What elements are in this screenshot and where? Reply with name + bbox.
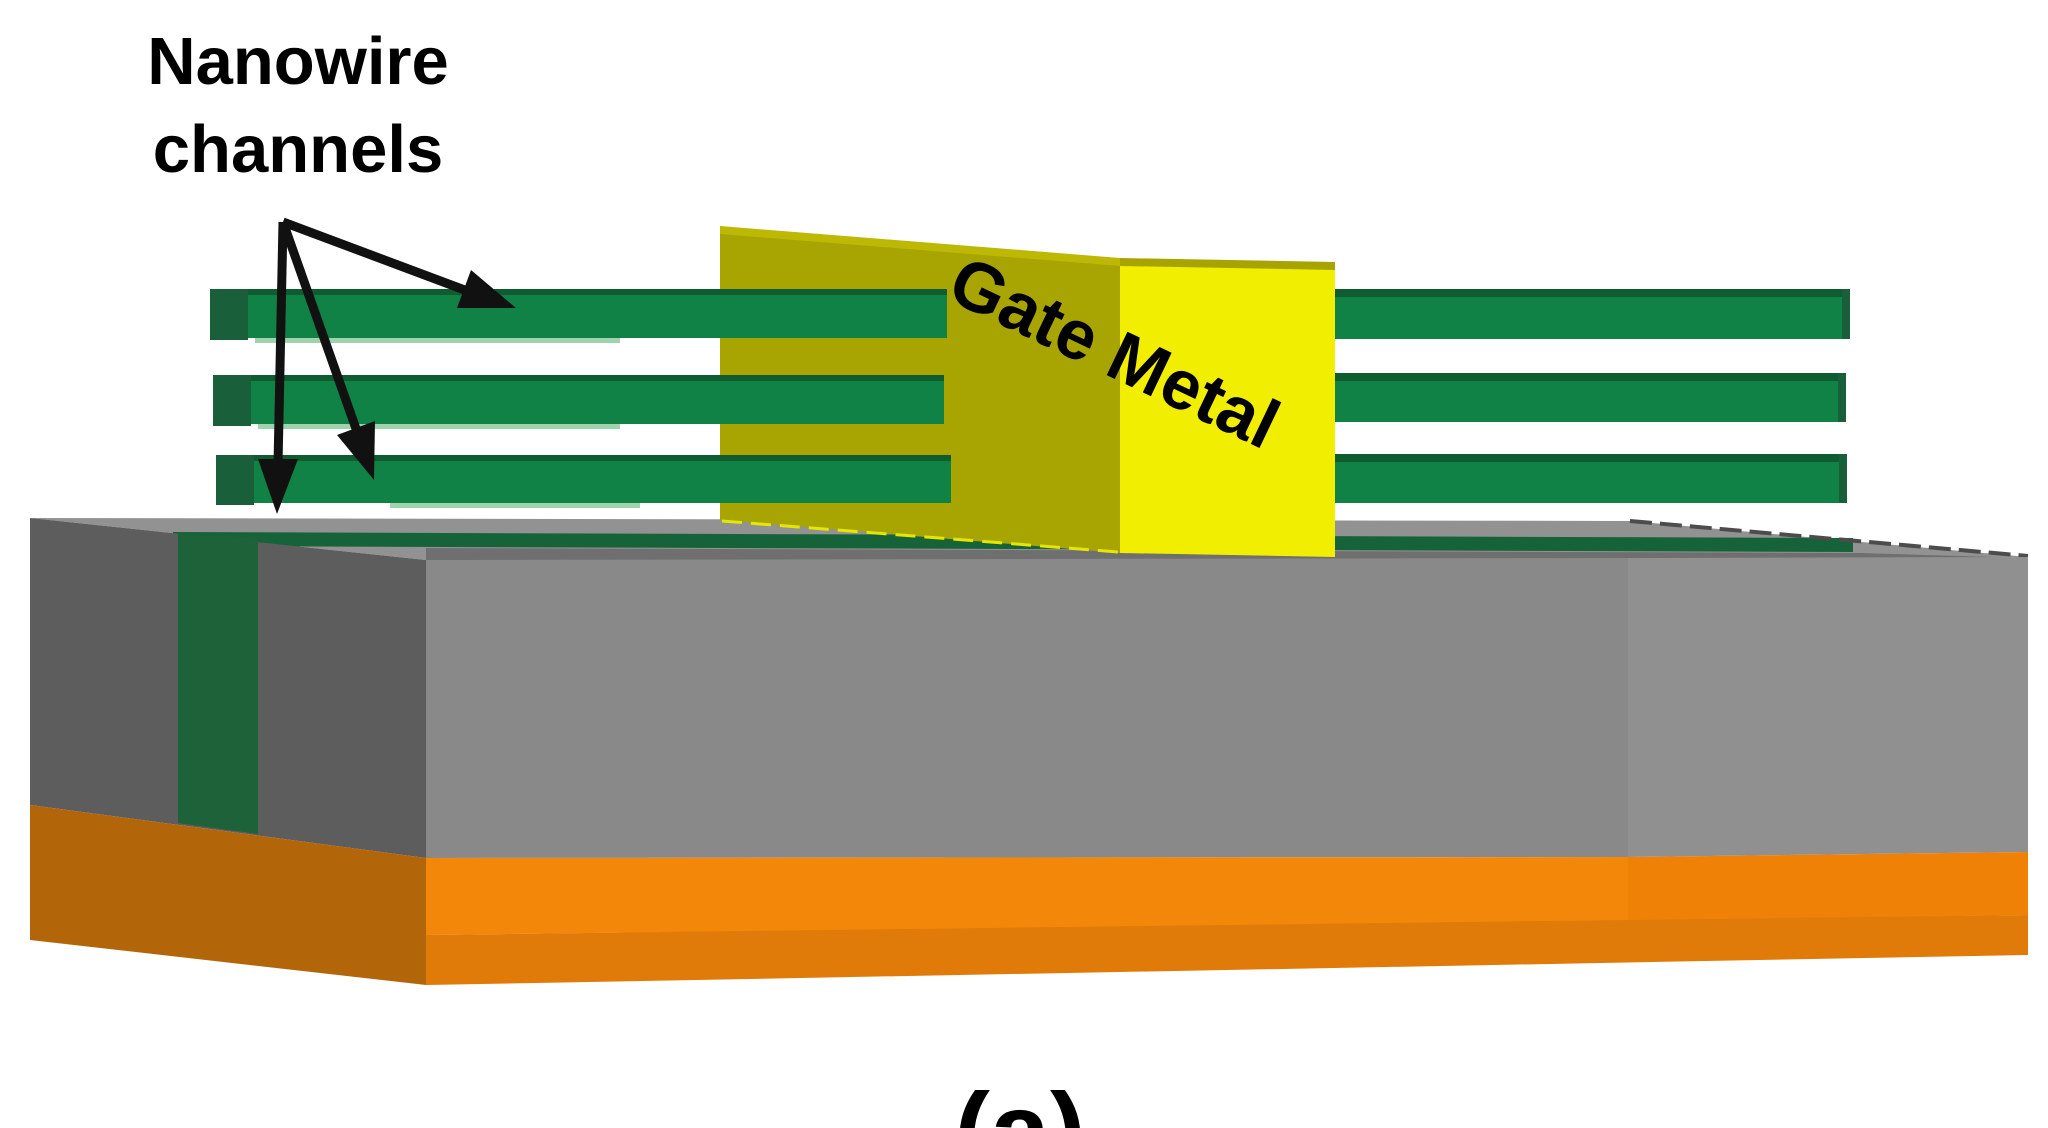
nanowire-right-2-top-face xyxy=(1335,373,1846,381)
nanowire-right-1 xyxy=(1335,289,1850,339)
nanowire-right-1-end-cap xyxy=(1842,289,1850,339)
nanowire-left-3 xyxy=(216,455,951,503)
substrate-front-face-left xyxy=(426,558,1628,858)
nanowire-left-1 xyxy=(210,289,947,338)
nanowire-right-2 xyxy=(1335,373,1846,422)
nanowire-right-3 xyxy=(1335,454,1847,503)
nanowire-channels-label: Nanowire channels xyxy=(147,24,449,187)
arrow-to-bottom-nanowire xyxy=(273,221,288,466)
nanowire-right-1-top-face xyxy=(1335,289,1850,297)
nanowire-left-3-top-face xyxy=(254,455,951,461)
nanowire-left-2-bottom-highlight xyxy=(258,424,620,429)
nanowires-right xyxy=(1335,289,1850,503)
nanowire-right-3-top-face xyxy=(1335,454,1847,462)
fin-channel-cross-section xyxy=(178,533,258,834)
nanowire-left-1-top-face xyxy=(248,289,947,295)
panel-letter-label: (a) xyxy=(905,1068,1135,1128)
arrow-to-bottom-nanowire-head xyxy=(258,459,298,514)
pointer-arrows xyxy=(258,217,516,514)
substrate-top-right-edge xyxy=(1629,519,2029,558)
gate-side-face xyxy=(1120,266,1335,557)
oxide-front-face-right xyxy=(1628,852,2028,921)
nanowire-left-2-end-cap xyxy=(213,375,251,426)
gate-bottom-edge xyxy=(721,519,1119,554)
substrate xyxy=(30,518,2029,985)
gate-top-face-left xyxy=(720,226,1120,267)
arrow-to-top-nanowire-head xyxy=(457,270,516,308)
oxide-side-face xyxy=(30,805,426,985)
arrow-to-middle-nanowire-head xyxy=(337,421,375,480)
arrow-to-middle-nanowire xyxy=(278,220,365,442)
nanowire-left-2 xyxy=(213,375,944,424)
nanowire-left-2-top-face xyxy=(251,375,944,381)
oxide-front-face-left xyxy=(426,857,1628,935)
oxide-bottom-band xyxy=(426,915,2028,985)
nanowires-left xyxy=(210,289,951,508)
nanowire-right-2-end-cap xyxy=(1838,373,1846,422)
arrow-to-top-nanowire xyxy=(281,217,472,297)
nanowire-left-3-bottom-highlight xyxy=(390,503,640,508)
substrate-front-face-right xyxy=(1628,557,2028,857)
nanowire-left-1-bottom-highlight xyxy=(255,338,620,343)
nanowire-left-1-end-cap xyxy=(210,289,248,340)
nanowire-right-3-end-cap xyxy=(1839,454,1847,503)
nanowire-left-3-end-cap xyxy=(216,455,254,505)
